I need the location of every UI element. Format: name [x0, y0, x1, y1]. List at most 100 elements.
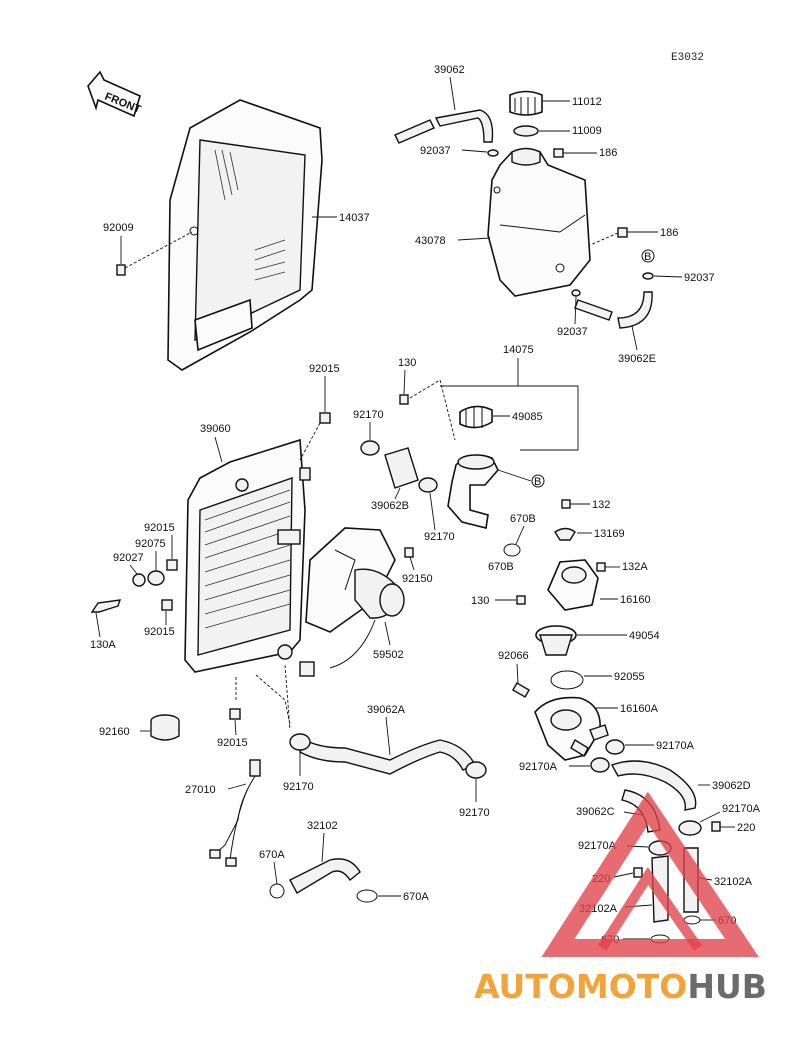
bolt-186-top — [553, 148, 564, 158]
label-b-mid: B — [534, 476, 541, 488]
oring-670A-left — [269, 883, 285, 899]
clip-92015-top — [319, 412, 331, 424]
hose-39062D — [610, 760, 697, 811]
bracket-13169 — [554, 527, 576, 541]
clamp-92170A-lower-right — [678, 820, 702, 836]
pipe-32102 — [289, 858, 361, 894]
label-132: 132 — [592, 499, 610, 511]
label-132A: 132A — [622, 561, 648, 573]
label-39060: 39060 — [200, 423, 231, 435]
washer-92027 — [132, 573, 146, 587]
watermark: AUTOMOTOHUB — [474, 791, 767, 1006]
label-130-top: 130 — [398, 357, 416, 369]
label-186-side: 186 — [660, 227, 678, 239]
label-14075: 14075 — [503, 344, 534, 356]
radiator-cap — [459, 405, 493, 429]
rubber-mount-92160 — [150, 714, 180, 741]
hose-39062A — [299, 739, 476, 775]
label-92015-top: 92015 — [309, 363, 340, 375]
bolt-220-left — [633, 867, 643, 878]
reservoir-tank — [487, 147, 591, 297]
label-11009: 11009 — [572, 125, 602, 137]
clamp-92170-hose-right — [465, 761, 487, 779]
label-670B-upper: 670B — [510, 513, 536, 525]
watermark-triangle — [541, 791, 759, 957]
front-arrow: FRONT — [87, 70, 143, 118]
washer-92075 — [147, 570, 165, 586]
label-92015-bottom: 92015 — [217, 737, 248, 749]
label-92066: 92066 — [498, 650, 529, 662]
label-92170-hose-right: 92170 — [459, 807, 490, 819]
bolt-130-lower — [516, 595, 526, 605]
label-92170-upper: 92170 — [353, 409, 384, 421]
label-92170A-left: 92170A — [519, 761, 558, 773]
label-92170A-lower-left: 92170A — [578, 840, 617, 852]
label-32102A-right: 32102A — [714, 876, 753, 888]
fan-switch-27010 — [209, 759, 261, 867]
label-27010: 27010 — [185, 784, 216, 796]
clip-92015-left-upper — [166, 559, 178, 571]
marker-b-mid — [531, 474, 545, 488]
hose-39062E — [574, 291, 653, 329]
clamp-92170-lower — [418, 477, 438, 493]
label-92170-lower: 92170 — [424, 531, 455, 543]
thermostat-cover — [547, 559, 599, 611]
sensor-92066 — [511, 682, 531, 698]
marker-b-top — [641, 249, 655, 263]
clip-92037-right — [642, 272, 654, 280]
bolt-92150 — [404, 547, 414, 558]
radiator-core — [184, 438, 311, 673]
clamp-92170A-left — [590, 757, 610, 773]
gasket-92055 — [550, 670, 584, 690]
label-39062B: 39062B — [371, 500, 409, 512]
filler-neck — [447, 454, 499, 529]
label-92015-left-lower: 92015 — [144, 626, 175, 638]
label-92009: 92009 — [103, 222, 134, 234]
bolt-186-side — [617, 227, 628, 238]
label-b-top: B — [644, 251, 651, 263]
bolt-92009 — [116, 231, 193, 276]
reservoir-cap — [509, 90, 543, 116]
label-92160: 92160 — [99, 726, 130, 738]
label-220-right: 220 — [737, 822, 755, 834]
bolt-132 — [561, 499, 571, 509]
label-130A: 130A — [90, 639, 116, 651]
clip-92037-top — [487, 149, 499, 157]
oring-670B — [503, 543, 521, 557]
bolt-130-top — [399, 394, 409, 405]
clamp-92170A-right — [605, 739, 625, 755]
watermark-part1: AUTOMOTO — [474, 967, 687, 1006]
thermostat — [535, 625, 577, 656]
clamp-92170-upper — [360, 440, 380, 456]
label-39062C: 39062C — [576, 806, 615, 818]
radiator-shroud — [167, 99, 323, 371]
watermark-text: AUTOMOTOHUB — [474, 967, 767, 1006]
label-92015-left-upper: 92015 — [144, 522, 175, 534]
label-92037-bottom: 92037 — [557, 326, 588, 338]
bolt-220-right — [711, 821, 721, 832]
label-92027: 92027 — [113, 552, 144, 564]
label-39062D: 39062D — [712, 780, 751, 792]
diagram-code: E3032 — [671, 52, 704, 64]
label-16160: 16160 — [620, 594, 651, 606]
label-49085: 49085 — [512, 411, 543, 423]
bolt-132A — [596, 562, 606, 572]
clip-92015-left-lower — [161, 599, 173, 611]
label-49054: 49054 — [629, 630, 660, 642]
label-92055: 92055 — [614, 671, 645, 683]
water-pump — [299, 527, 405, 677]
label-92170A-right: 92170A — [656, 740, 695, 752]
label-32102: 32102 — [307, 820, 338, 832]
hose-39062 — [394, 109, 494, 144]
clip-92015-bottom — [229, 708, 241, 720]
label-16160A: 16160A — [620, 703, 659, 715]
watermark-part2: HUB — [687, 967, 767, 1006]
label-130-lower: 130 — [471, 595, 489, 607]
label-92037-right: 92037 — [684, 272, 715, 284]
label-11012: 11012 — [572, 96, 602, 108]
label-92150: 92150 — [402, 573, 433, 585]
clip-92037-bottom — [571, 289, 581, 297]
label-39062: 39062 — [434, 64, 465, 76]
label-39062E: 39062E — [618, 353, 656, 365]
